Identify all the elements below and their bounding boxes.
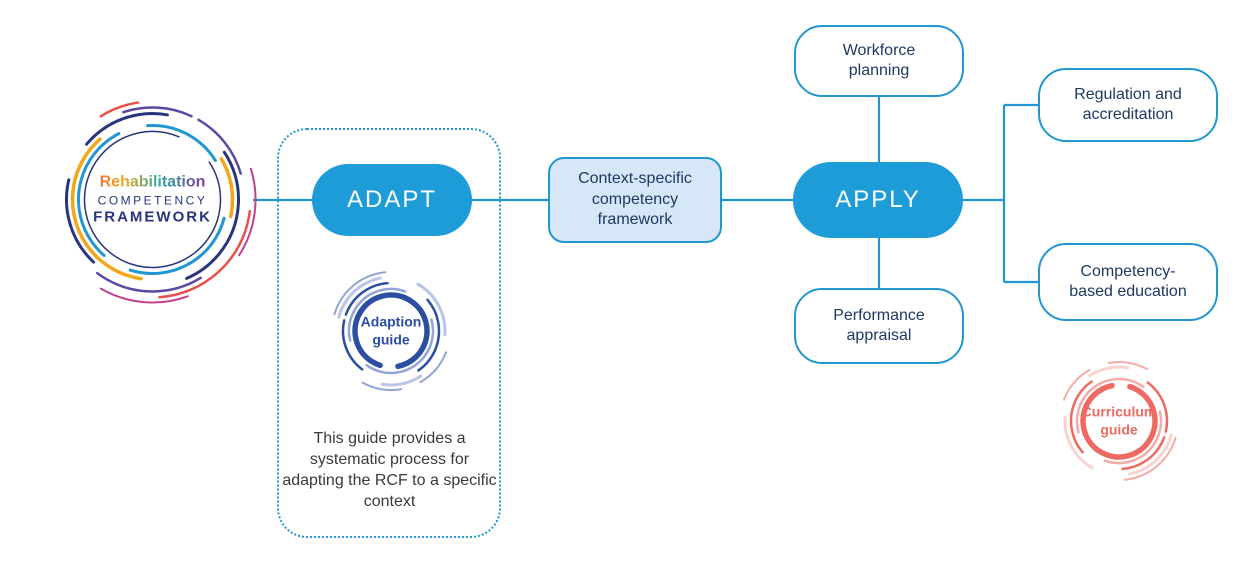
adapt-node: ADAPT [312, 164, 472, 236]
rcf-logo-rings [48, 95, 257, 304]
adaption-guide-rings [331, 271, 451, 391]
rcf-logo: Rehabilitation COMPETENCY FRAMEWORK [45, 92, 260, 307]
context-framework-node: Context-specific competency framework [548, 157, 722, 243]
rcf-logo-text: Rehabilitation COMPETENCY FRAMEWORK [45, 172, 260, 227]
outcome-competency-education: Competency-based education [1038, 243, 1218, 321]
outcome-workforce-planning: Workforce planning [794, 25, 964, 97]
adapt-description: This guide provides a systematic process… [282, 430, 497, 511]
curriculum-guide-badge: Curriculum guide [1050, 352, 1188, 490]
rcf-logo-framework: FRAMEWORK [93, 208, 212, 226]
curriculum-guide-rings [1059, 361, 1179, 481]
apply-node: APPLY [793, 162, 963, 238]
rcf-logo-title: Rehabilitation [45, 172, 260, 192]
outcome-performance-appraisal: Performance appraisal [794, 288, 964, 364]
rcf-logo-competency: COMPETENCY [97, 193, 208, 208]
adaption-guide-badge: Adaption guide [322, 262, 460, 400]
adapt-group-container [277, 128, 501, 538]
curriculum-guide-label: Curriculum guide [1081, 403, 1157, 438]
adaption-guide-label: Adaption guide [360, 313, 422, 348]
outcome-regulation-accreditation: Regulation and accreditation [1038, 68, 1218, 142]
